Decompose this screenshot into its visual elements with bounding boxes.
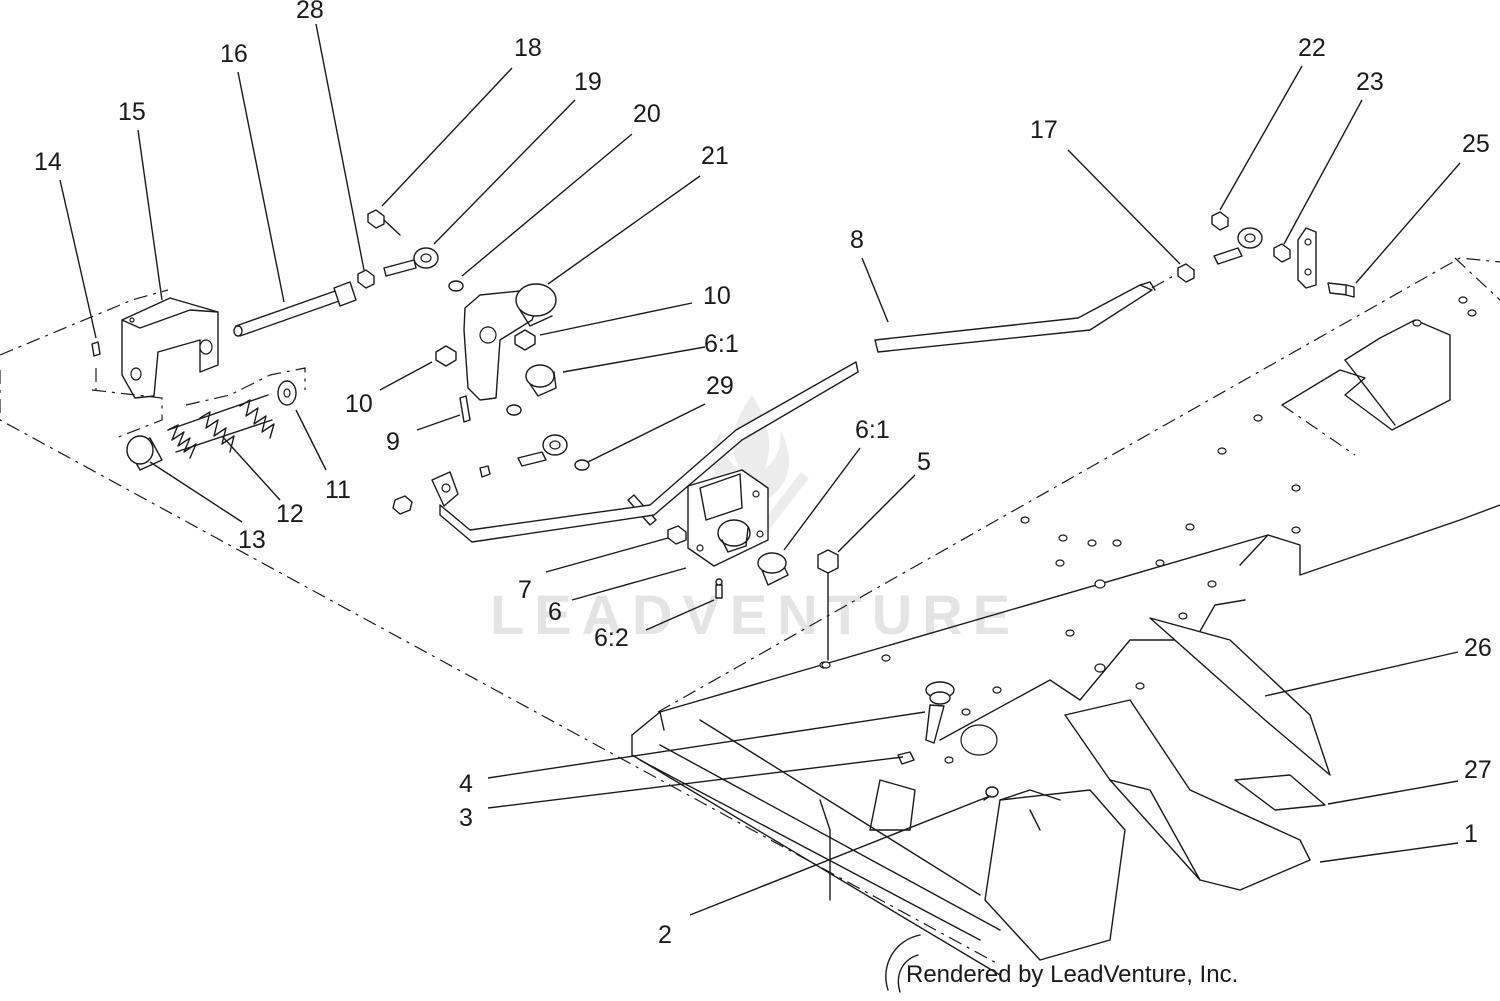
credit-footer: Rendered by LeadVenture, Inc. — [885, 934, 1238, 993]
callout-6-1-lower: 6:1 — [855, 416, 890, 444]
callout-19: 19 — [574, 68, 602, 96]
credit-text: Rendered by LeadVenture, Inc. — [906, 961, 1238, 988]
part-9-roll-pin — [459, 395, 471, 423]
callout-2: 2 — [658, 921, 672, 949]
callout-15: 15 — [118, 98, 146, 126]
callout-23: 23 — [1356, 68, 1384, 96]
part-14-pin — [91, 341, 101, 357]
part-18-bolt — [367, 209, 401, 236]
callout-8: 8 — [850, 226, 864, 254]
assembly-guide-lines — [0, 289, 1001, 966]
part-13-bushing — [126, 435, 163, 471]
callout-6-2: 6:2 — [594, 624, 629, 652]
callout-27: 27 — [1464, 756, 1492, 784]
frame-assembly — [631, 257, 1500, 976]
part-6-1-bushing-b — [757, 552, 789, 586]
callout-4: 4 — [459, 770, 473, 798]
part-6-bracket — [687, 469, 769, 567]
callout-21: 21 — [701, 142, 729, 170]
part-8-control-rod — [874, 274, 1176, 353]
part-6-2-grease-fitting — [715, 578, 723, 599]
part-6-1-bushing-a — [717, 519, 751, 553]
part-23-nut — [1273, 243, 1291, 263]
callout-3: 3 — [459, 804, 473, 832]
callout-1: 1 — [1464, 820, 1478, 848]
frame-holes — [819, 296, 1477, 764]
callout-29: 29 — [706, 372, 734, 400]
part-4-rubber-bumper — [925, 681, 955, 744]
callout-20: 20 — [633, 100, 661, 128]
callout-18: 18 — [514, 34, 542, 62]
part-15-bracket — [121, 297, 219, 399]
callout-6: 6 — [548, 598, 562, 626]
part-6-1-bushing-c — [525, 364, 557, 397]
callout-6-1-upper: 6:1 — [704, 330, 739, 358]
callout-16: 16 — [220, 40, 248, 68]
callout-10-upper: 10 — [703, 282, 731, 310]
washer-mid — [506, 404, 522, 416]
part-5-bolt — [817, 549, 839, 669]
part-16-spring-rod — [233, 281, 357, 337]
callout-labels: 1 2 3 4 5 6 6:1 6:1 6:2 7 8 9 10 10 11 1… — [34, 0, 1492, 949]
part-12-spring — [167, 394, 275, 459]
callout-26: 26 — [1464, 634, 1492, 662]
callout-25: 25 — [1462, 130, 1490, 158]
part-3-nut — [897, 751, 915, 765]
callout-11: 11 — [325, 476, 351, 504]
part-28-jam-nut — [357, 269, 375, 289]
part-10-nut-a — [514, 329, 536, 351]
leader-lines — [59, 23, 1461, 916]
part-10-nut-b — [435, 345, 457, 367]
callout-28: 28 — [296, 0, 324, 24]
part-25-link-plate — [1297, 227, 1355, 298]
callout-22: 22 — [1298, 34, 1326, 62]
part-7-nut — [667, 525, 687, 545]
part-11-washer — [277, 380, 297, 406]
part-22-rod-end — [1211, 211, 1263, 265]
callout-5: 5 — [917, 448, 931, 476]
part-17-jam-nut — [1177, 263, 1195, 283]
part-20-washer — [448, 280, 464, 292]
callout-13: 13 — [238, 526, 266, 554]
callout-7: 7 — [518, 576, 532, 604]
lower-rod-end-hardware — [392, 434, 590, 515]
callout-10-lower: 10 — [345, 390, 373, 418]
callout-14: 14 — [34, 148, 62, 176]
callout-17: 17 — [1030, 116, 1058, 144]
callout-9: 9 — [386, 428, 400, 456]
part-26-27-1-deflector — [1064, 617, 1331, 891]
part-29-linkage-rod — [431, 361, 859, 543]
callout-12: 12 — [276, 500, 304, 528]
part-21-bellcrank — [463, 283, 557, 401]
watermark-text: LEADVENTURE — [490, 583, 1020, 646]
part-19-rod-end — [383, 247, 439, 277]
